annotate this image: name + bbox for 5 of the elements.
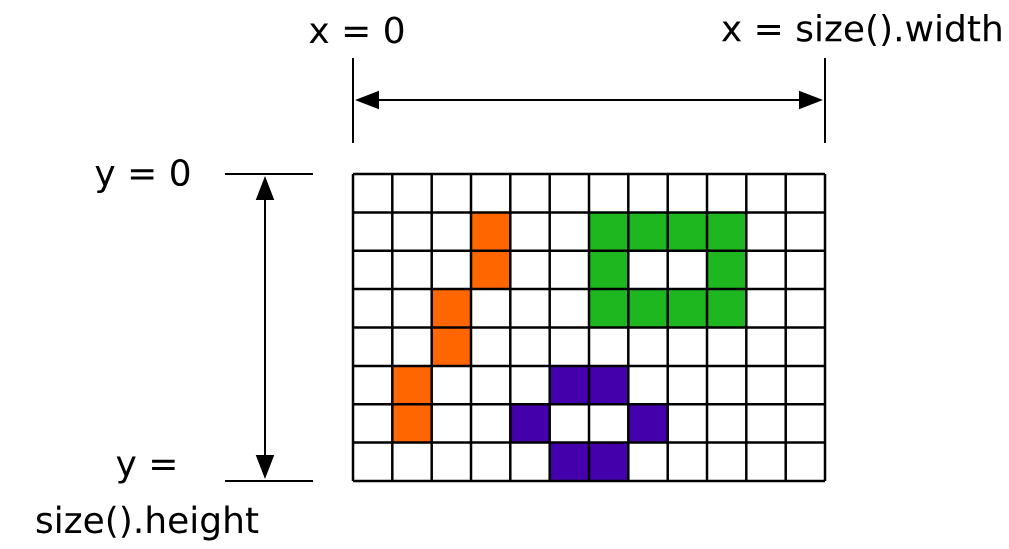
dimension-label: y = bbox=[116, 456, 175, 484]
dimension-label: x = 0 bbox=[309, 16, 404, 44]
dimension-label: size().height bbox=[36, 505, 259, 541]
dimension-label: y = 0 bbox=[95, 158, 190, 194]
dimension-label: x = size().width bbox=[721, 13, 1001, 47]
